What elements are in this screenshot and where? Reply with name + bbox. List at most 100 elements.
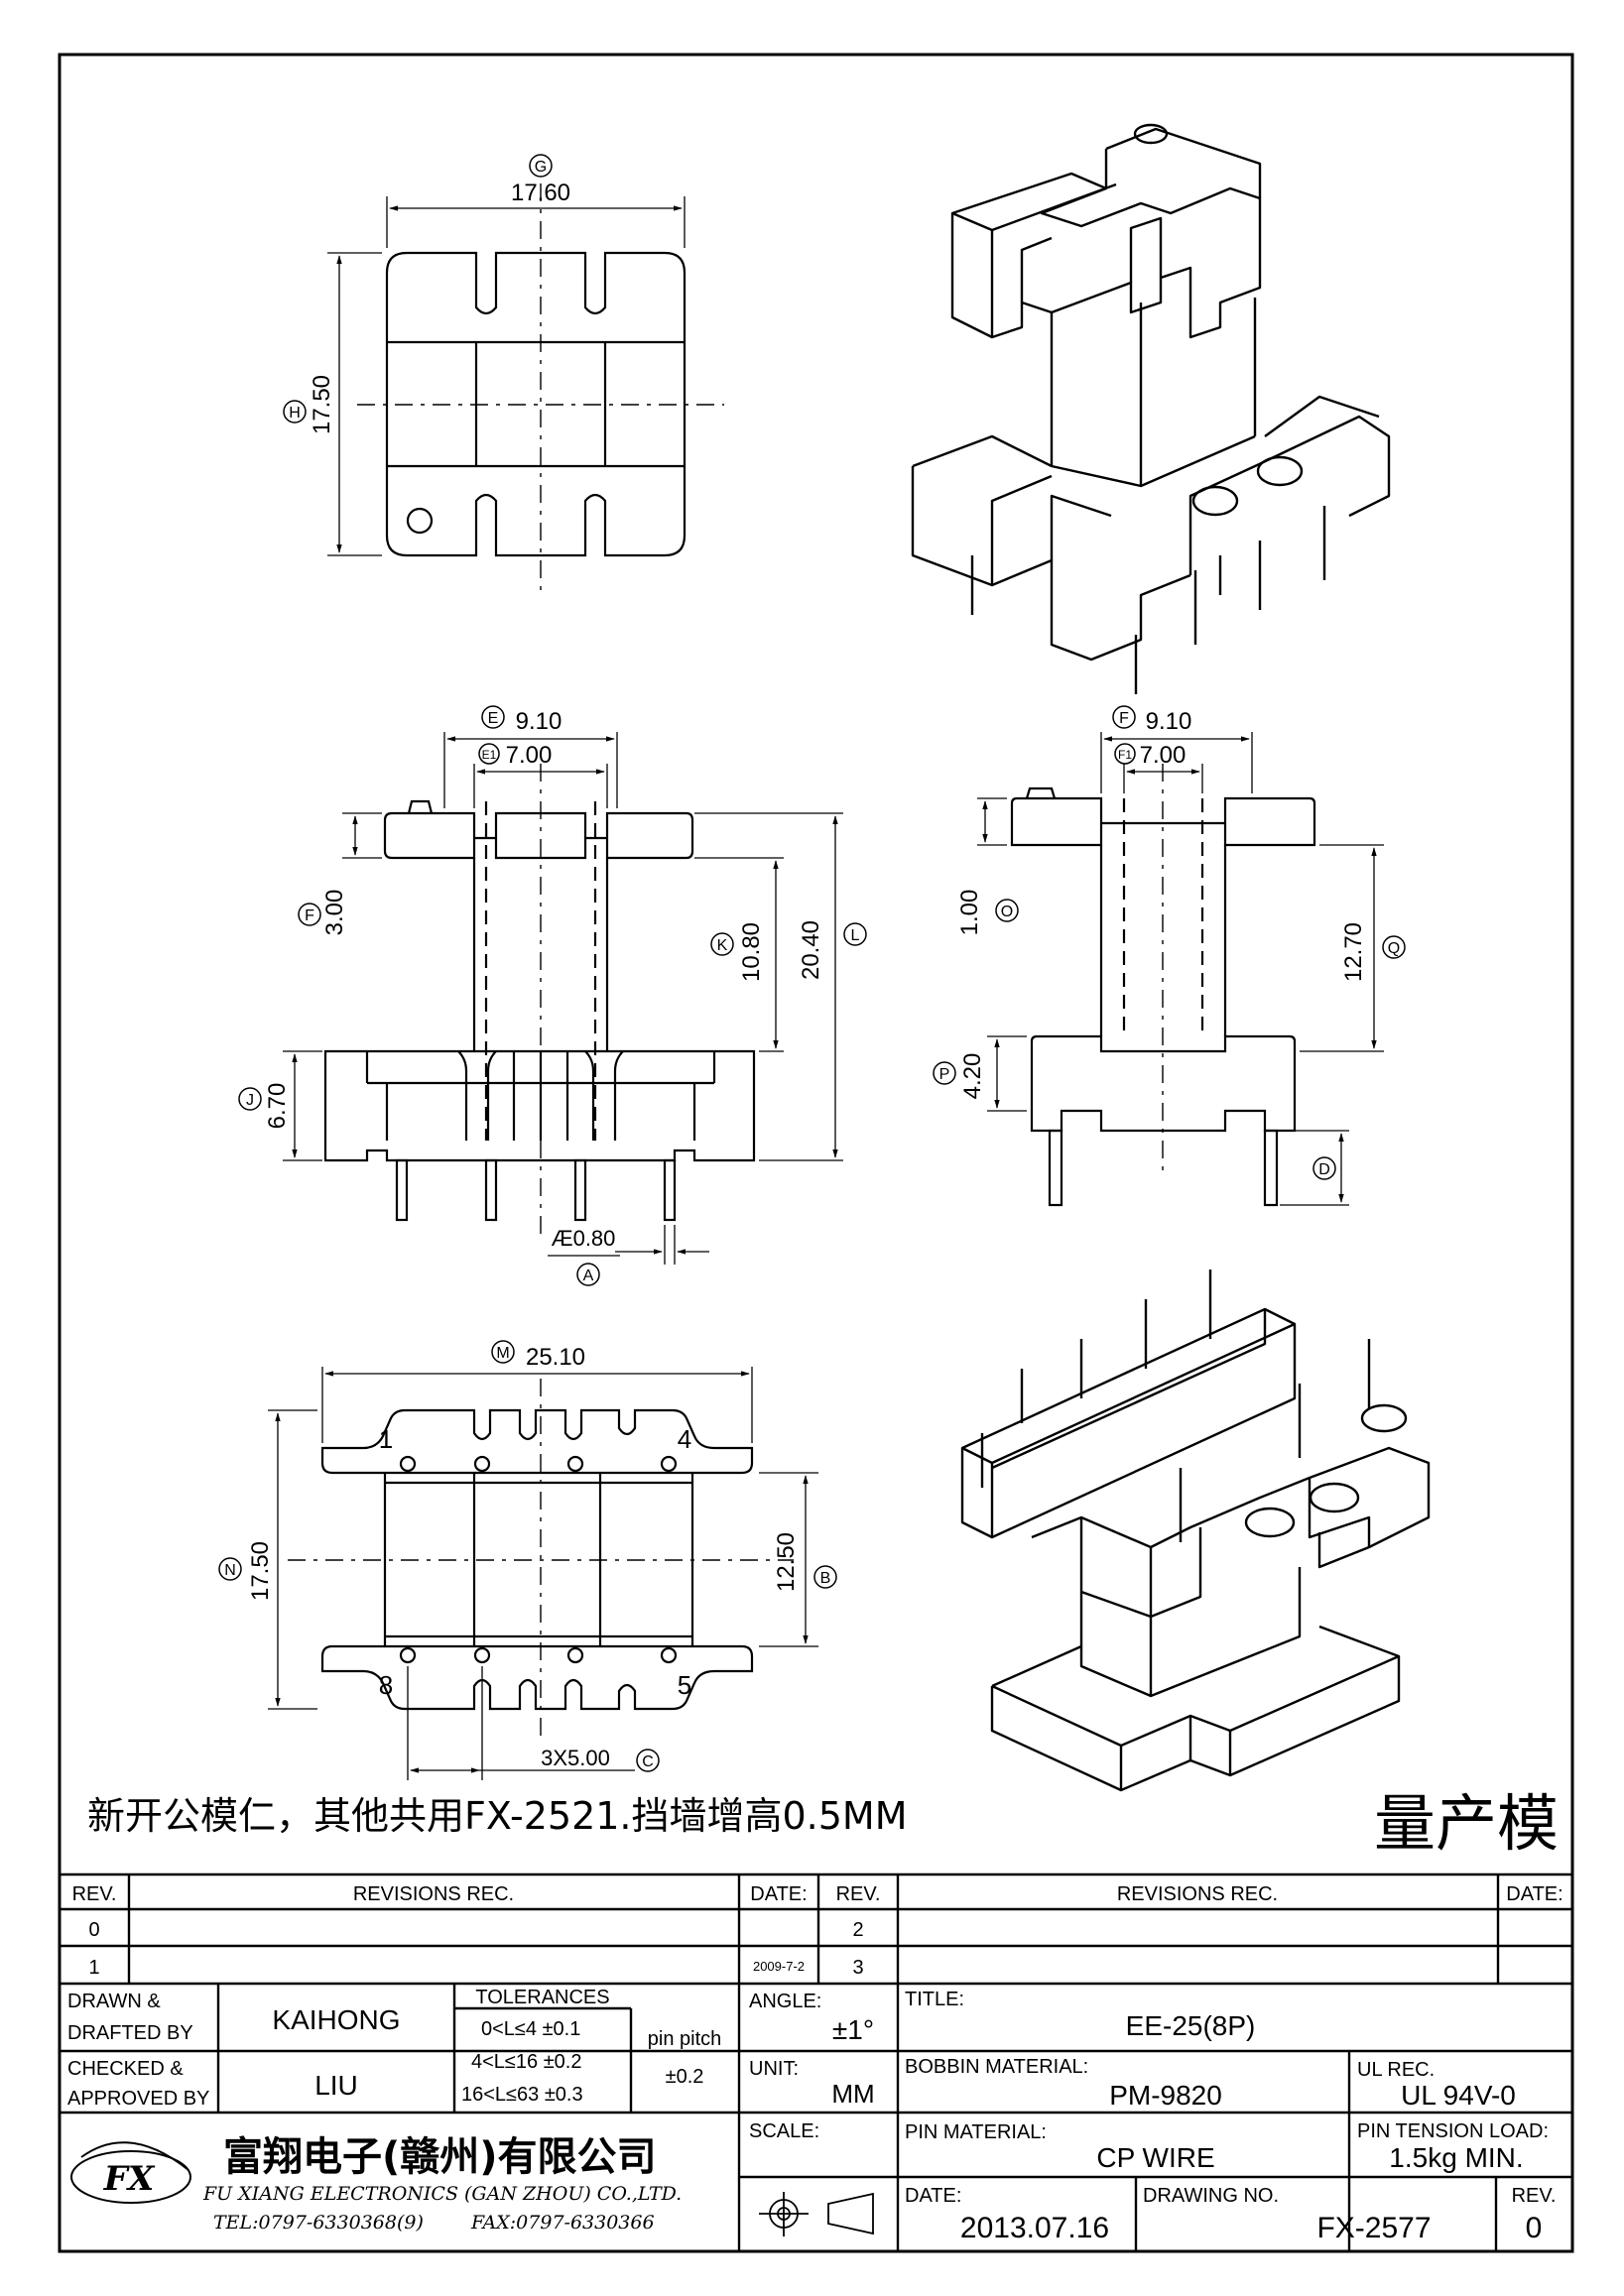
front-k-label: 10.80 [738,922,765,982]
bottom-m-label: 25.10 [526,1344,585,1371]
tolerance-row-2: 4<L≤16 ±0.2 [471,2051,581,2073]
bottom-b-ref: B [820,1570,831,1587]
title-value: EE-25(8P) [1126,2010,1256,2041]
angle-value: ±1° [832,2014,874,2045]
checked-label-2: APPROVED BY [67,2088,209,2110]
date-header-right: DATE: [1506,1883,1562,1905]
front-e1-label: 7.00 [506,742,553,769]
side-p-ref: P [939,1066,950,1083]
side-q-ref: Q [1388,940,1400,957]
title-label: TITLE: [905,1989,964,2010]
pin-material-label: PIN MATERIAL: [905,2121,1047,2143]
checked-by-value: LIU [314,2070,358,2101]
bottom-c-label: 3X5.00 [541,1746,610,1770]
front-e-ref: E [488,710,499,727]
unit-label: UNIT: [749,2058,799,2080]
date-value: 2013.07.16 [960,2212,1109,2244]
tolerances-header: TOLERANCES [475,1987,609,2008]
side-q-label: 12.70 [1340,922,1367,982]
rev-row-2: 2 [852,1919,863,1941]
pin-pitch-value: ±0.2 [666,2066,704,2088]
front-pin-ref: A [583,1268,594,1284]
side-view [977,732,1384,1207]
drawing-no-label: DRAWING NO. [1143,2185,1279,2207]
orientation-hole [406,507,434,535]
front-e-label: 9.10 [516,708,562,735]
company-name-en: FU XIANG ELECTRONICS (GAN ZHOU) CO.,LTD. [202,2183,682,2205]
pin-1-label: 1 [379,1424,393,1454]
front-e1-ref: E1 [482,748,497,762]
side-f-label: 9.10 [1146,708,1192,735]
pin-8-label: 8 [379,1670,393,1700]
rev-row-1: 1 [88,1957,99,1979]
company-name-cn: 富翔电子(赣州)有限公司 [223,2134,657,2180]
bottom-view [268,1367,818,1780]
company-logo: FX [70,2141,191,2204]
side-f1-label: 7.00 [1140,742,1187,769]
drawn-label-1: DRAWN & [67,1991,161,2012]
angle-label: ANGLE: [749,1991,821,2012]
top-width-ref: G [535,159,547,176]
design-note: 新开公模仁，其他共用FX-2521.挡墙增高0.5MM [87,1794,908,1838]
isometric-view-bottom [960,1269,1431,1792]
bottom-n-label: 17.50 [247,1541,274,1601]
bottom-b-label: 12.50 [773,1532,800,1592]
company-tel: TEL:0797-6330368(9) [213,2212,424,2234]
rev-row-1-date: 2009-7-2 [753,1959,805,1974]
top-height-ref: H [289,405,301,422]
date-header-left: DATE: [750,1883,807,1905]
front-f-label: 3.00 [321,890,348,936]
sheet-border [58,53,1574,2253]
pin-pitch-label: pin pitch [648,2028,722,2050]
company-fax: FAX:0797-6330366 [470,2212,655,2234]
drawn-label-2: DRAFTED BY [67,2022,193,2044]
side-d-ref: D [1318,1161,1330,1178]
title-block-lines [60,1873,1572,2251]
mass-production-stamp: 量产模 [1374,1787,1560,1860]
bobbin-material-value: PM-9820 [1109,2080,1222,2111]
ul-rec-value: UL 94V-0 [1401,2080,1516,2111]
pin-tension-label: PIN TENSION LOAD: [1357,2120,1549,2142]
front-j-label: 6.70 [264,1083,291,1130]
front-f-ref: F [305,907,314,924]
front-k-ref: K [717,937,728,954]
pin-material-value: CP WIRE [1096,2142,1214,2173]
side-o-ref: O [1001,904,1013,920]
front-pin-dia-label: Æ0.80 [552,1226,616,1251]
side-o-label: 1.00 [956,890,983,936]
bobbin-material-label: BOBBIN MATERIAL: [905,2056,1088,2078]
unit-value: MM [831,2079,874,2109]
drawing-no-value: FX-2577 [1316,2212,1431,2244]
revisions-header-left: REVISIONS REC. [353,1883,514,1905]
front-j-ref: J [246,1092,254,1109]
isometric-view-top [911,123,1391,694]
checked-label-1: CHECKED & [67,2058,184,2080]
rev-value: 0 [1526,2212,1543,2244]
front-view [283,732,843,1265]
side-f1-ref: F1 [1118,748,1132,762]
bottom-n-ref: N [224,1562,236,1579]
bottom-c-ref: C [642,1753,654,1770]
tolerance-row-3: 16<L≤63 ±0.3 [461,2084,583,2106]
tolerance-row-1: 0<L≤4 ±0.1 [481,2018,580,2040]
rev-header-right: REV. [836,1883,881,1905]
front-l-label: 20.40 [798,920,824,980]
ul-rec-label: UL REC. [1357,2059,1435,2081]
pin-tension-value: 1.5kg MIN. [1389,2142,1523,2173]
pin-5-label: 5 [678,1670,691,1700]
bottom-m-ref: M [496,1345,509,1362]
top-view [327,183,724,595]
company-logo-text: FX [103,2159,156,2199]
drawn-by-value: KAIHONG [272,2004,400,2035]
rev-label: REV. [1512,2185,1557,2207]
scale-label: SCALE: [749,2120,819,2142]
side-p-label: 4.20 [959,1053,986,1100]
rev-row-3: 3 [852,1957,863,1979]
front-l-ref: L [851,927,860,944]
date-label: DATE: [905,2185,961,2207]
top-width-label: 17.60 [511,180,570,206]
rev-header-left: REV. [72,1883,117,1905]
rev-row-0: 0 [88,1919,99,1941]
projection-symbol [759,2192,874,2236]
